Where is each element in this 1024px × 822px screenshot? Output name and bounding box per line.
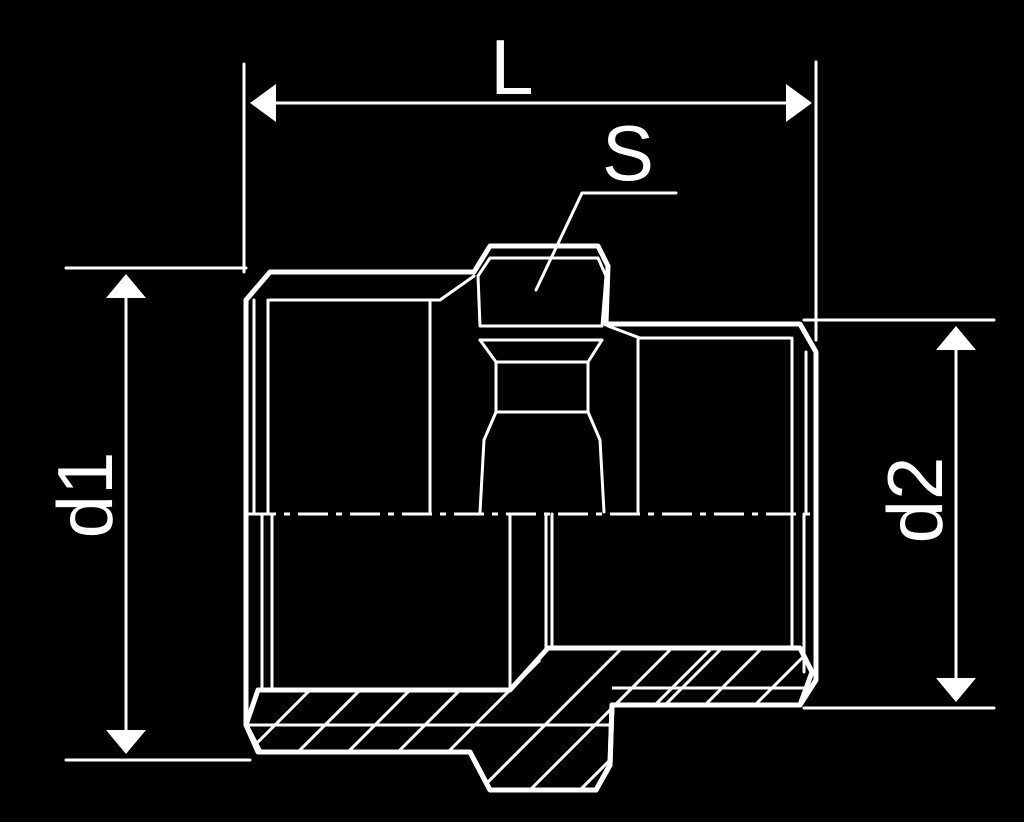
- wrench-size-label: S: [602, 109, 654, 197]
- d1-arrowhead-bottom: [106, 730, 146, 754]
- d2-arrowhead-top: [936, 326, 976, 350]
- dimension-wrench-size: S: [534, 109, 678, 292]
- d2-label: d2: [871, 457, 959, 544]
- dimension-d2: d2: [802, 318, 996, 710]
- d1-arrowhead-top: [106, 274, 146, 298]
- dimension-d1: d1: [41, 266, 252, 762]
- arrowhead-left: [250, 84, 276, 122]
- fitting-body: [243, 243, 819, 793]
- leader-line-diagonal: [534, 191, 584, 292]
- d1-label: d1: [41, 452, 129, 539]
- hex-top-face: [476, 256, 608, 328]
- hex-edge-right-1: [586, 338, 604, 364]
- right-chamfer-inner: [606, 324, 642, 340]
- hatched-section: [246, 648, 812, 790]
- hex-lower-right: [586, 410, 606, 514]
- hex-lower-left: [478, 410, 498, 514]
- outer-profile: [243, 243, 819, 793]
- d2-arrowhead-bottom: [936, 678, 976, 702]
- arrowhead-right: [786, 84, 812, 122]
- hatched-section-outline: [243, 645, 815, 793]
- length-label: L: [490, 23, 533, 111]
- hex-edge-left-1: [478, 338, 498, 364]
- left-chamfer-inner: [438, 274, 476, 302]
- dimension-length: L: [242, 23, 818, 342]
